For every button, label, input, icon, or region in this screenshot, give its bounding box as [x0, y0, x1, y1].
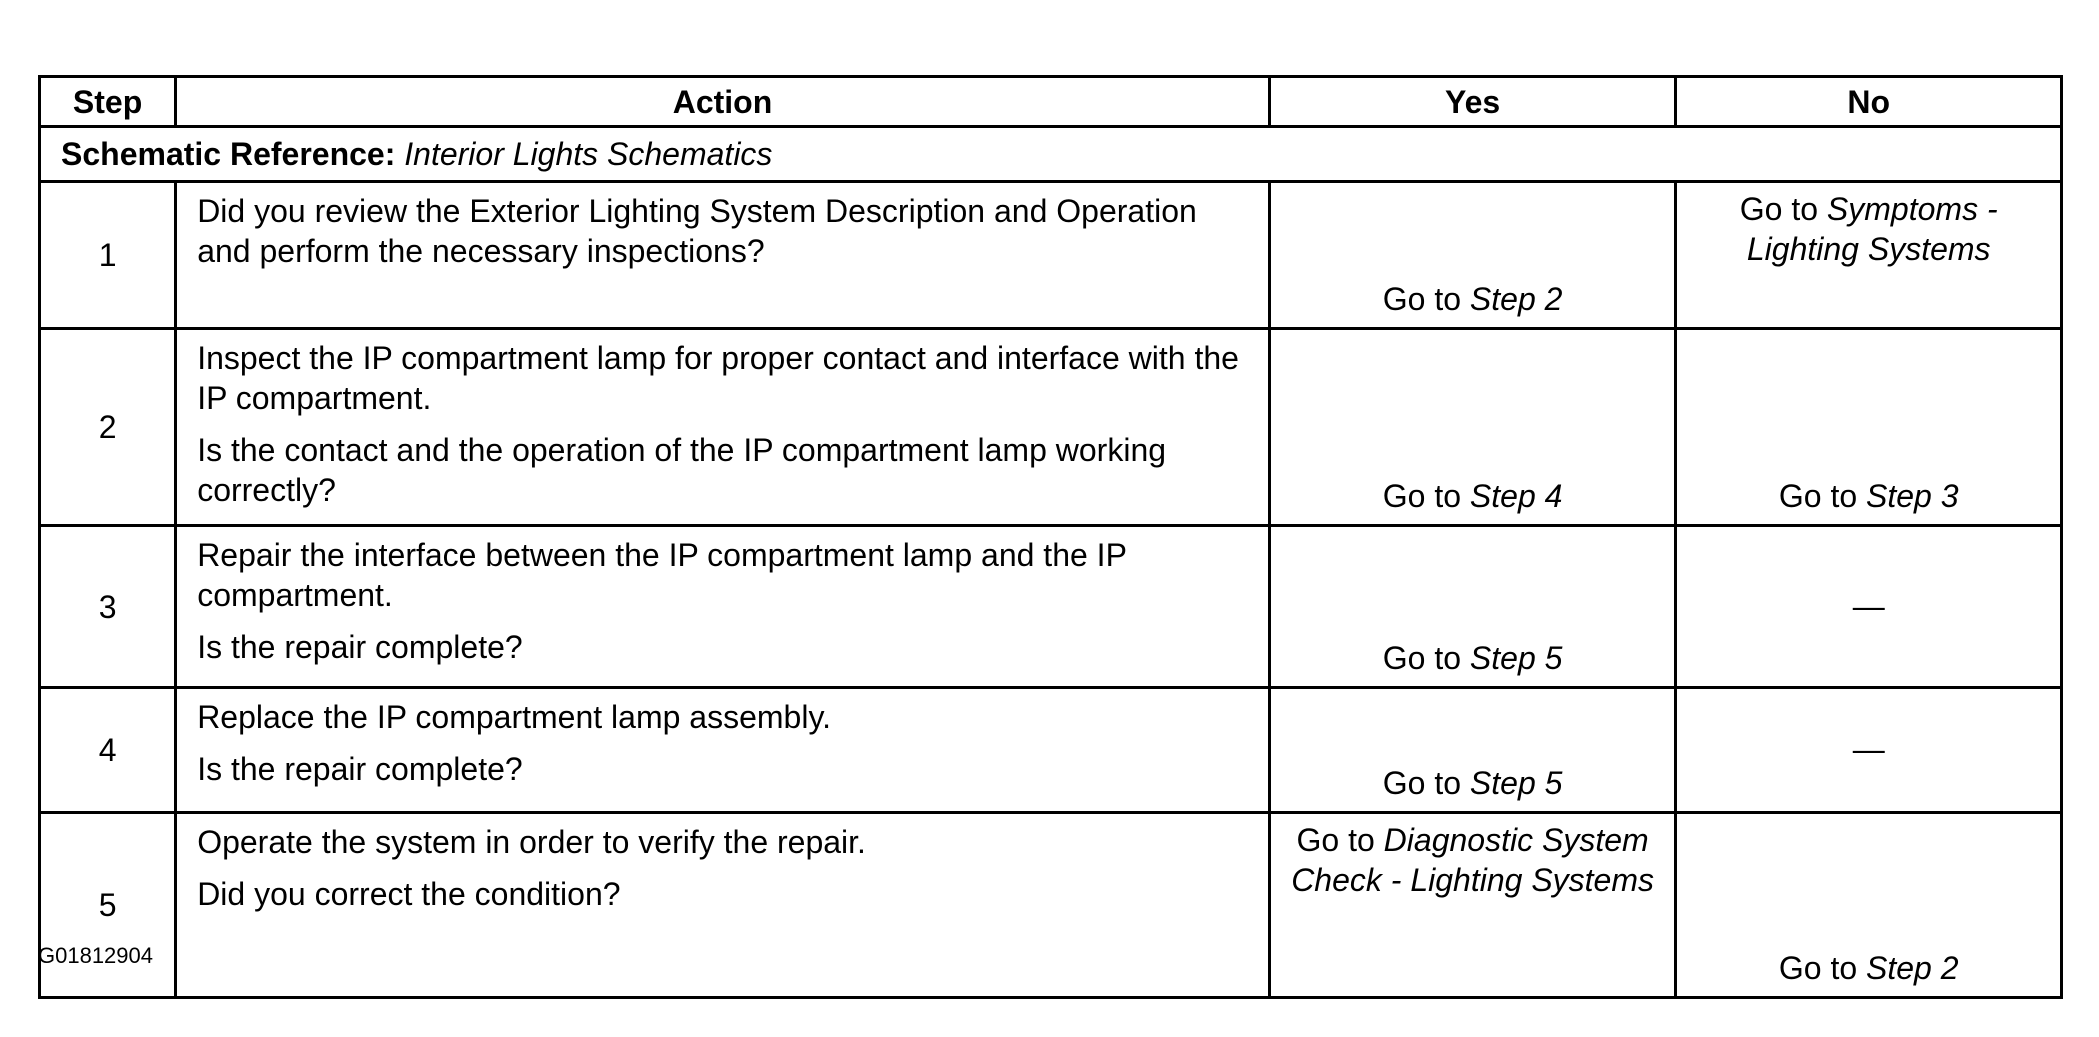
header-action: Action	[174, 75, 1271, 128]
action-question: Did you correct the condition?	[197, 876, 621, 912]
action-text: Operate the system in order to verify th…	[197, 824, 866, 860]
figure-id: G01812904	[38, 943, 153, 968]
action-cell: Operate the system in order to verify th…	[174, 811, 1271, 999]
yes-lead: Go to	[1382, 478, 1470, 514]
yes-cell: Go to Step 2	[1267, 180, 1678, 330]
no-cell: —	[1674, 686, 2063, 814]
action-text: Did you review the Exterior Lighting Sys…	[197, 193, 1197, 269]
action-cell: Did you review the Exterior Lighting Sys…	[174, 180, 1271, 330]
action-question: Is the repair complete?	[197, 629, 523, 665]
action-cell: Repair the interface between the IP comp…	[174, 524, 1271, 689]
yes-target-link[interactable]: Step 4	[1469, 478, 1563, 514]
no-lead: Go to	[1778, 950, 1867, 986]
no-dash: —	[1852, 587, 1885, 624]
yes-lead: Go to	[1382, 765, 1470, 801]
schematic-reference-cell: Schematic Reference: Interior Lights Sch…	[38, 125, 2063, 183]
no-lead: Go to	[1778, 478, 1867, 514]
action-text: Repair the interface between the IP comp…	[197, 537, 1127, 613]
action-text: Inspect the IP compartment lamp for prop…	[197, 340, 1239, 416]
action-cell: Replace the IP compartment lamp assembly…	[174, 686, 1271, 814]
schematic-reference-label: Schematic Reference:	[61, 136, 396, 172]
yes-cell: Go to Step 4	[1267, 327, 1678, 527]
yes-lead: Go to	[1382, 640, 1470, 676]
diagnostic-table: Step Action Yes No Schematic Reference: …	[37, 75, 2063, 999]
no-target-link[interactable]: Symptoms - Lighting Systems	[1746, 191, 1998, 267]
yes-cell: Go to Step 5	[1267, 524, 1678, 689]
header-row: Step Action Yes No	[37, 75, 2063, 128]
yes-target-link[interactable]: Diagnostic System Check - Lighting Syste…	[1291, 822, 1654, 898]
header-step: Step	[37, 75, 178, 128]
step-number: 2	[37, 327, 178, 527]
yes-lead: Go to	[1296, 822, 1384, 858]
table-row: 4 Replace the IP compartment lamp assemb…	[37, 686, 2063, 814]
no-dash: —	[1852, 731, 1885, 767]
step-number: 4	[37, 686, 178, 814]
step-number: 1	[37, 180, 178, 330]
action-cell: Inspect the IP compartment lamp for prop…	[174, 327, 1271, 527]
no-lead: Go to	[1739, 191, 1827, 227]
yes-target-link[interactable]: Step 5	[1469, 765, 1563, 801]
step-number: 3	[37, 524, 178, 689]
yes-cell: Go to Step 5	[1267, 686, 1678, 814]
schematic-reference-link[interactable]: Interior Lights Schematics	[404, 136, 773, 172]
yes-lead: Go to	[1382, 281, 1470, 317]
no-cell: Go to Step 3	[1674, 327, 2063, 527]
header-yes: Yes	[1267, 75, 1678, 128]
schematic-reference-row: Schematic Reference: Interior Lights Sch…	[38, 125, 2063, 183]
no-cell: —	[1674, 524, 2063, 689]
header-no: No	[1674, 75, 2063, 128]
no-cell: Go to Symptoms - Lighting Systems	[1674, 180, 2063, 330]
no-target-link[interactable]: Step 2	[1866, 950, 1959, 986]
yes-cell: Go to Diagnostic System Check - Lighting…	[1267, 811, 1678, 999]
table-row: 3 Repair the interface between the IP co…	[37, 524, 2063, 689]
table-row: 5 Operate the system in order to verify …	[37, 811, 2063, 999]
yes-target-link[interactable]: Step 5	[1469, 640, 1563, 676]
action-question: Is the contact and the operation of the …	[197, 432, 1167, 508]
table-row: 2 Inspect the IP compartment lamp for pr…	[37, 327, 2063, 527]
no-target-link[interactable]: Step 3	[1866, 478, 1959, 514]
action-question: Is the repair complete?	[197, 751, 523, 787]
step-number: 5	[37, 811, 178, 999]
yes-target-link[interactable]: Step 2	[1469, 281, 1563, 317]
no-cell: Go to Step 2	[1674, 811, 2063, 999]
action-text: Replace the IP compartment lamp assembly…	[197, 699, 831, 735]
table-row: 1 Did you review the Exterior Lighting S…	[37, 180, 2063, 330]
